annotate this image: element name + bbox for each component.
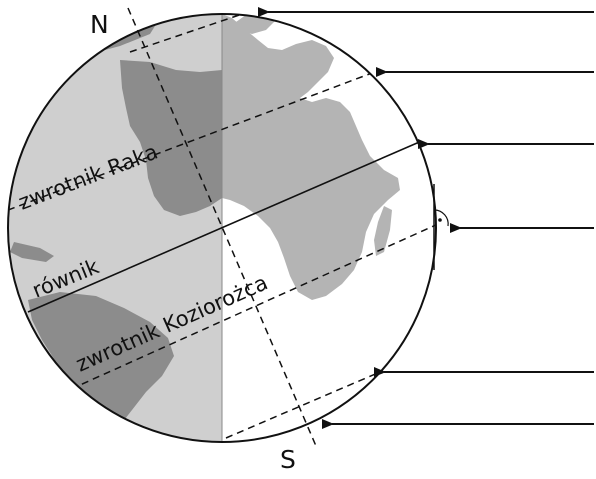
arctic-circle-line — [129, 14, 261, 53]
landmass-north-africa-night — [120, 60, 222, 216]
landmass-europe-africa-day — [222, 14, 400, 300]
north-pole-label: N — [90, 10, 109, 39]
tropic-of-capricorn-line — [59, 223, 436, 395]
south-pole-label: S — [280, 445, 296, 474]
right-angle-marker-icon — [433, 209, 449, 227]
globe-outline — [7, 13, 437, 443]
earth-axis — [127, 7, 317, 447]
equator-line — [27, 139, 425, 313]
tropic-of-cancer-line — [8, 69, 381, 211]
antarctic-circle-line — [225, 371, 381, 439]
landmass-caribbean — [10, 242, 54, 262]
landmass-south-america — [28, 292, 174, 428]
landmass-madagascar — [374, 206, 392, 256]
sun-rays — [258, 7, 594, 429]
